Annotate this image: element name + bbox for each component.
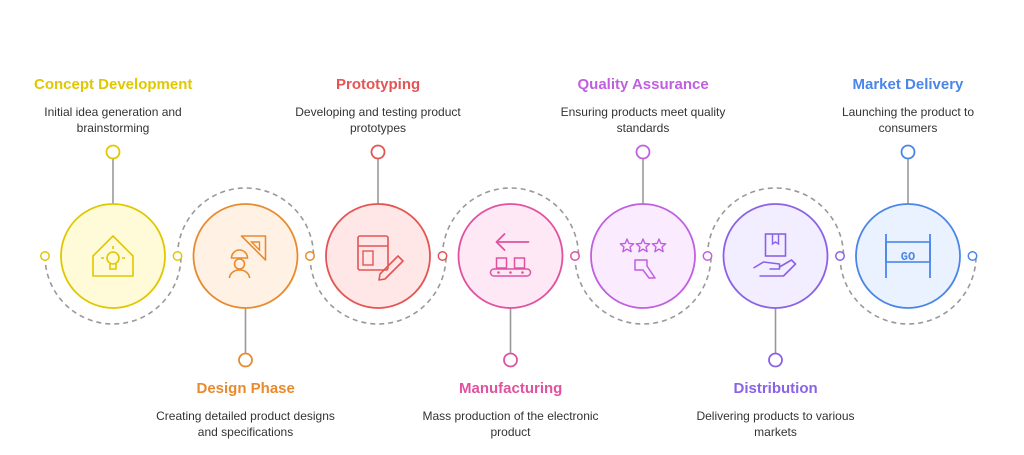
stem-circle	[105, 144, 121, 160]
stage-circle	[855, 203, 961, 309]
dashed-arc	[44, 255, 182, 325]
connector-dot	[172, 251, 183, 261]
stage-icons: GO	[92, 233, 931, 281]
dashed-arc	[574, 255, 712, 325]
stage-description: Initial idea generation and brainstormin…	[44, 105, 182, 135]
connector-dot	[40, 251, 50, 261]
stage-description: Launching the product to consumers	[841, 105, 975, 135]
conveyor-belt-icon	[489, 233, 532, 277]
stage-circle	[590, 203, 696, 309]
connector-dots	[40, 251, 978, 261]
stem-circle	[503, 352, 518, 368]
stage-title: Concept Development	[34, 76, 193, 93]
stage-title: Market Delivery	[852, 76, 964, 93]
stem-lines	[105, 144, 916, 368]
dashed-arc	[839, 255, 977, 325]
stage-description: Creating detailed product designs and sp…	[156, 409, 335, 439]
hand-package-icon	[753, 233, 797, 277]
stem-circle	[370, 144, 386, 160]
stage-title: Manufacturing	[459, 380, 563, 397]
stem-circle	[238, 352, 253, 368]
stage-circle	[192, 203, 299, 309]
house-lightbulb-icon	[92, 235, 134, 277]
stage-circle	[60, 203, 166, 309]
go-sign-icon: GO	[885, 234, 931, 278]
stage-description: Developing and testing product prototype…	[295, 105, 461, 135]
connector-dot	[570, 251, 580, 261]
stem-circle	[635, 144, 651, 160]
dashed-arc	[309, 255, 447, 325]
dashed-arc	[441, 187, 580, 257]
connector-dot	[835, 251, 845, 261]
stage-title: Prototyping	[336, 76, 421, 93]
dashed-arc	[706, 187, 845, 257]
stem-circle	[768, 352, 783, 368]
stage-circles	[60, 203, 961, 309]
stage-title: Quality Assurance	[577, 76, 709, 93]
stars-rating-icon	[619, 238, 667, 279]
stage-circle	[457, 203, 564, 309]
stem-circle	[900, 144, 916, 160]
connector-dot	[305, 251, 315, 261]
engineer-triangle-icon	[228, 235, 267, 279]
connector-dot	[437, 251, 448, 261]
connector-dot	[967, 251, 978, 261]
stage-description: Mass production of the electronic produc…	[422, 409, 599, 439]
dashed-arc	[176, 187, 315, 257]
dashed-connectors	[44, 187, 977, 325]
stage-circle	[325, 203, 431, 309]
stage-title: Distribution	[733, 380, 818, 397]
go-sign-text: GO	[901, 250, 915, 264]
stage-title: Design Phase	[196, 380, 295, 397]
stage-description: Delivering products to various markets	[696, 409, 855, 439]
stage-description: Ensuring products meet quality standards	[560, 105, 726, 135]
connector-dot	[702, 251, 713, 261]
blueprint-pencil-icon	[357, 235, 404, 281]
